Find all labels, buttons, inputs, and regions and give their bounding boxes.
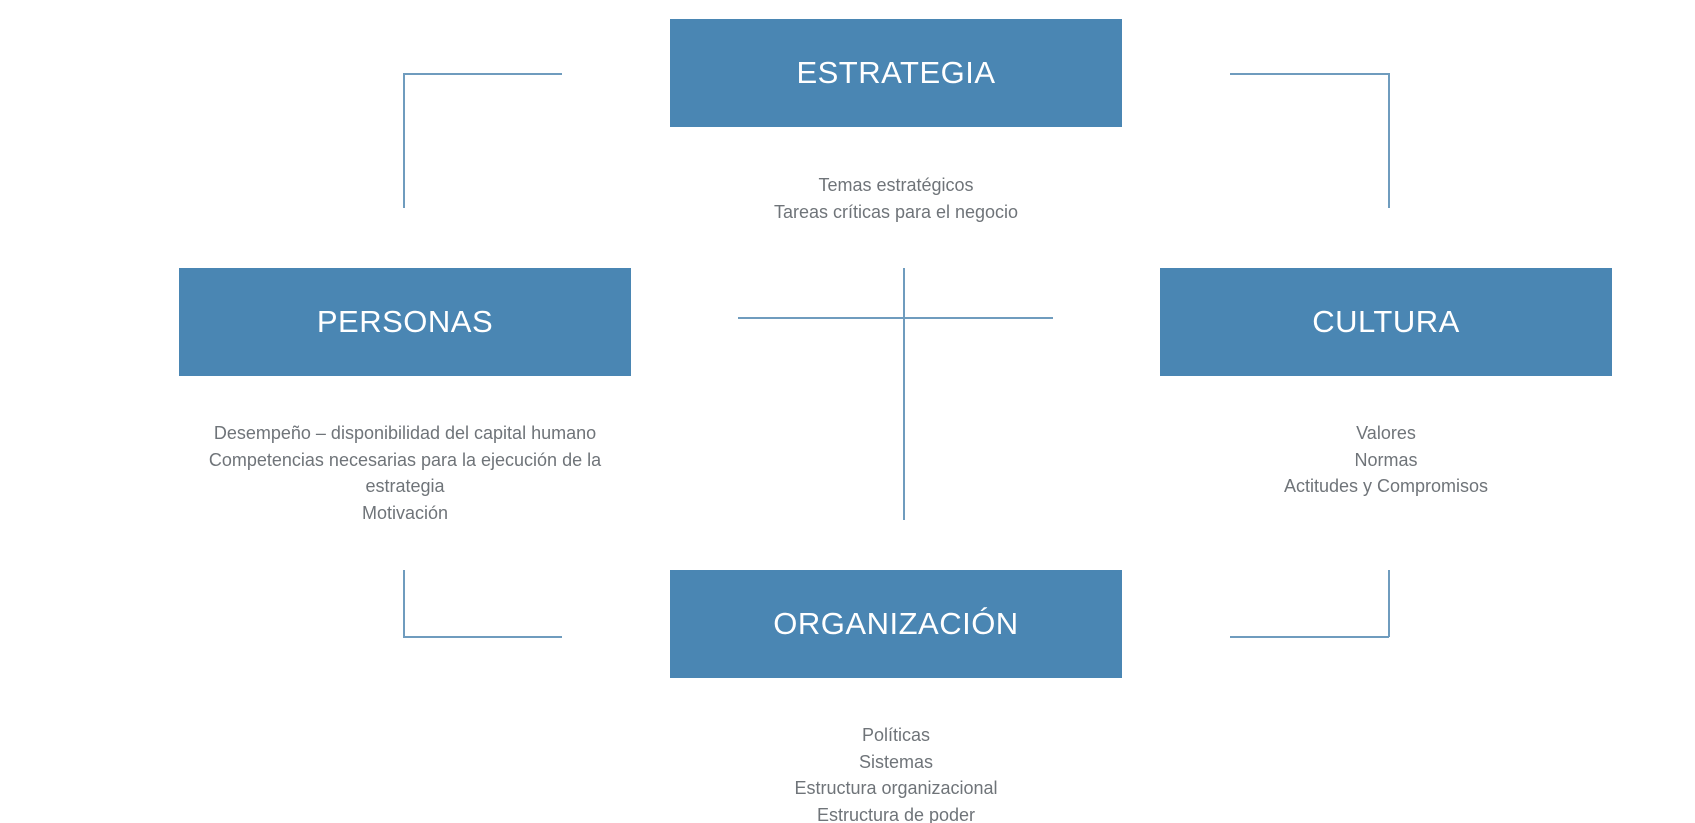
personas-title: PERSONAS [316,304,494,339]
cultura-title: CULTURA [1312,304,1460,339]
connector-top-left-v [403,73,405,208]
cultura-box: CULTURA [1160,268,1612,376]
cultura-item: Actitudes y Compromisos [1283,476,1489,496]
cultura-item: Normas [1354,449,1418,470]
personas-item: Competencias necesarias para la ejecució… [208,449,602,470]
connector-bottom-right-v [1388,570,1390,637]
center-cross-vertical [903,268,905,520]
cultura-items: Valores Normas Actitudes y Compromisos [1186,420,1586,500]
estrategia-item: Tareas críticas para el negocio [773,201,1019,222]
connector-bottom-left-v [403,570,405,637]
personas-items: Desempeño – disponibilidad del capital h… [205,420,605,526]
connector-top-left-h [403,73,562,75]
organizacion-item: Estructura organizacional [794,778,998,798]
connector-top-right-h [1230,73,1389,75]
personas-box: PERSONAS [179,268,631,376]
connector-bottom-right-h [1230,636,1389,638]
estrategia-items: Temas estratégicos Tareas críticas para … [696,172,1096,225]
connector-top-right-v [1388,73,1390,208]
connector-bottom-left-h [403,636,562,638]
organizacion-item: Políticas [861,725,931,745]
center-cross-horizontal [738,317,1053,319]
organizacion-box: ORGANIZACIÓN [670,570,1122,678]
personas-item: Motivación [361,502,449,523]
organizacion-title: ORGANIZACIÓN [773,606,1019,641]
organizacion-item: Sistemas [858,751,934,772]
personas-item: estrategia [365,476,445,496]
personas-item: Desempeño – disponibilidad del capital h… [213,423,597,443]
estrategia-item: Temas estratégicos [818,175,974,195]
cultura-item: Valores [1356,423,1416,443]
estrategia-box: ESTRATEGIA [670,19,1122,127]
organizacion-item: Estructura de poder [816,804,976,823]
estrategia-title: ESTRATEGIA [796,55,996,90]
organizacion-items: Políticas Sistemas Estructura organizaci… [696,722,1096,823]
